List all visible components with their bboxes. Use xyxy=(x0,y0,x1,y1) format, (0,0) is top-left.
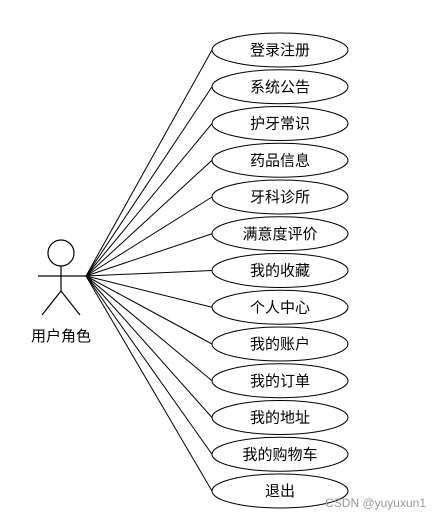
use-case-ellipse xyxy=(211,106,349,141)
actor: 用户角色 xyxy=(31,239,91,345)
use-case-ellipse xyxy=(211,436,349,472)
use-case: 我的订单 xyxy=(211,363,349,399)
association-line xyxy=(85,270,213,277)
association-line xyxy=(85,275,213,418)
use-case-ellipse xyxy=(211,400,349,435)
use-case-label: 我的账户 xyxy=(250,335,310,353)
use-case: 退出 xyxy=(211,473,349,509)
watermark: CSDN @yuyuxun1 xyxy=(325,496,426,510)
use-case-label: 满意度评价 xyxy=(242,225,317,243)
use-case-label: 药品信息 xyxy=(250,151,310,169)
association-line xyxy=(85,275,213,345)
use-case-label: 个人中心 xyxy=(250,298,310,316)
actor-right-leg xyxy=(60,290,81,316)
use-case-label: 护牙常识 xyxy=(250,115,310,133)
use-case: 满意度评价 xyxy=(211,216,349,252)
use-case-ellipse xyxy=(211,326,349,362)
use-case: 个人中心 xyxy=(211,289,349,325)
use-case-label: 我的订单 xyxy=(250,372,310,390)
use-case-ellipse xyxy=(211,289,349,325)
use-case-ellipse xyxy=(211,142,349,178)
actor-head xyxy=(47,239,75,267)
association-line xyxy=(85,233,213,277)
use-case-label: 我的购物车 xyxy=(242,445,317,463)
association-line xyxy=(85,275,213,455)
actor-left-leg xyxy=(41,290,62,316)
use-case-list: 登录注册系统公告护牙常识药品信息牙科诊所满意度评价我的收藏个人中心我的账户我的订… xyxy=(211,32,349,509)
association-line xyxy=(85,196,213,277)
use-case-label: 登录注册 xyxy=(250,41,310,59)
use-case: 护牙常识 xyxy=(211,106,349,141)
use-case-label: 退出 xyxy=(265,482,295,500)
association-line xyxy=(85,123,213,277)
use-case: 我的购物车 xyxy=(211,436,349,472)
actor-label: 用户角色 xyxy=(31,327,91,345)
use-case: 我的地址 xyxy=(211,400,349,435)
use-case-label: 我的地址 xyxy=(250,409,310,427)
use-case-ellipse xyxy=(211,253,349,288)
use-case-ellipse xyxy=(211,363,349,399)
association-line xyxy=(85,49,213,277)
use-case-ellipse xyxy=(211,69,349,105)
use-case-label: 牙科诊所 xyxy=(250,188,310,206)
use-case-ellipse xyxy=(211,179,349,215)
use-case: 登录注册 xyxy=(211,32,349,68)
use-case: 我的账户 xyxy=(211,326,349,362)
association-line xyxy=(85,86,213,277)
use-case-label: 我的收藏 xyxy=(250,262,310,280)
use-case-ellipse xyxy=(211,473,349,509)
use-case: 我的收藏 xyxy=(211,253,349,288)
association-line xyxy=(85,275,213,492)
association-line xyxy=(85,159,213,277)
association-line xyxy=(85,275,213,382)
use-case: 系统公告 xyxy=(211,69,349,105)
association-line xyxy=(85,275,213,308)
use-case-ellipse xyxy=(211,216,349,252)
use-case-label: 系统公告 xyxy=(250,78,310,96)
association-lines xyxy=(85,49,213,492)
use-case-ellipse xyxy=(211,32,349,68)
use-case: 牙科诊所 xyxy=(211,179,349,215)
use-case: 药品信息 xyxy=(211,142,349,178)
